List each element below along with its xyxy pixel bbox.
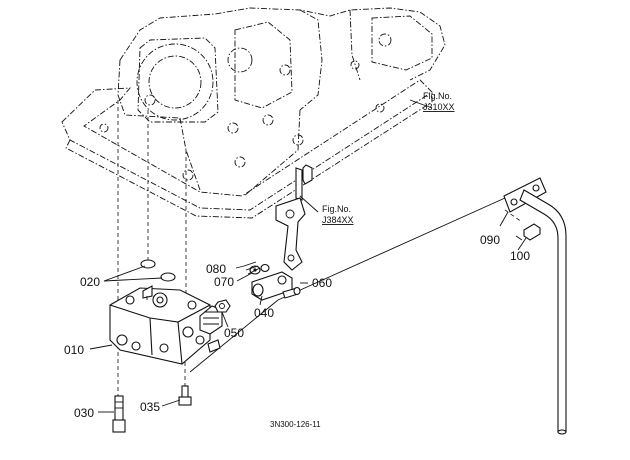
part-label-090[interactable]: 090 (480, 233, 500, 247)
bolt-030 (112, 395, 126, 433)
lever-link (275, 164, 313, 271)
fig-ref-label: Fig.No. (322, 204, 351, 214)
nut-050 (214, 299, 231, 313)
pipe-assembly-090 (503, 177, 567, 435)
figure-ref-j310xx[interactable]: Fig.No. J310XX (423, 91, 455, 112)
part-label-100[interactable]: 100 (510, 249, 530, 263)
joint-040 (251, 271, 293, 301)
part-label-080[interactable]: 080 (206, 262, 226, 276)
assembly-lines (117, 100, 523, 400)
part-label-035[interactable]: 035 (140, 400, 160, 414)
figure-ref-j384xx[interactable]: Fig.No. J384XX (322, 204, 354, 225)
pin-060 (282, 286, 301, 299)
fig-ref-number: J310XX (423, 102, 455, 112)
part-label-020[interactable]: 020 (80, 275, 100, 289)
part-label-060[interactable]: 060 (312, 276, 332, 290)
part-callouts: 010 020 030 035 040 050 060 070 080 090 … (64, 233, 530, 420)
part-label-050[interactable]: 050 (224, 326, 244, 340)
fig-ref-label: Fig.No. (423, 91, 452, 101)
part-label-010[interactable]: 010 (64, 343, 84, 357)
part-label-040[interactable]: 040 (254, 306, 274, 320)
bolt-100 (515, 223, 541, 241)
clip-080 (243, 261, 270, 275)
control-valve-body (109, 285, 223, 365)
leader-lines (89, 99, 527, 413)
part-label-030[interactable]: 030 (74, 406, 94, 420)
fig-ref-number: J384XX (322, 215, 354, 225)
drawing-code: 3N300-126-11 (270, 420, 321, 429)
transmission-housing (61, 7, 446, 219)
part-label-070[interactable]: 070 (214, 275, 234, 289)
bolt-035 (178, 385, 192, 406)
